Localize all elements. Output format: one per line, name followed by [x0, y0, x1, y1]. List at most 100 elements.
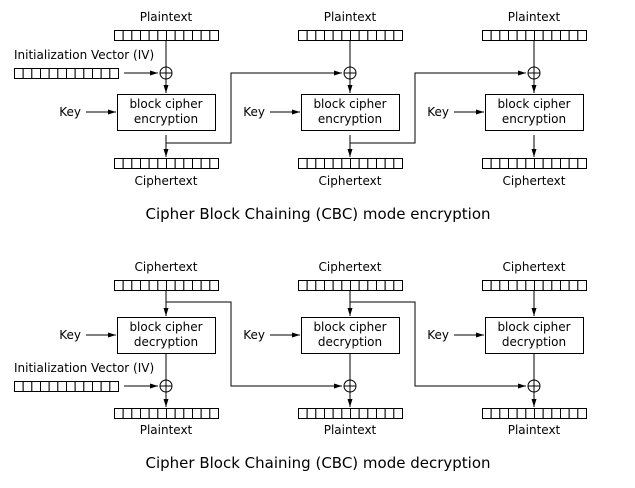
cipher-label-line1: block cipher — [497, 97, 570, 111]
bit-cell — [315, 408, 325, 419]
bit-cell — [174, 30, 185, 41]
bit-cell — [516, 30, 527, 41]
bit-cell — [324, 408, 334, 419]
ciphertext-block — [114, 158, 220, 169]
bit-cell — [482, 408, 492, 419]
key-label: Key — [59, 328, 81, 342]
cipher-label-line2: decryption — [318, 335, 382, 349]
dec-stage-2: Ciphertext Key block cipher decryption P… — [243, 260, 526, 437]
bit-cell — [209, 30, 220, 41]
plaintext-label: Plaintext — [324, 10, 377, 24]
bit-cell — [341, 158, 351, 169]
enc-stage-1: Plaintext Key block cipher encryption Ci… — [59, 10, 342, 188]
plaintext-label: Plaintext — [508, 423, 561, 437]
block-cipher-box — [117, 94, 216, 131]
xor-icon — [343, 379, 357, 393]
bit-cell — [393, 158, 403, 169]
bit-cell — [577, 30, 588, 41]
bit-cell — [183, 280, 194, 291]
encryption-caption: Cipher Block Chaining (CBC) mode encrypt… — [145, 205, 490, 223]
bit-cell — [525, 280, 536, 291]
bit-cell — [298, 280, 308, 291]
bit-cell — [358, 408, 369, 419]
bit-cell — [384, 30, 395, 41]
key-label: Key — [59, 105, 81, 119]
bit-cell — [525, 158, 536, 169]
bit-cell — [200, 30, 211, 41]
bit-cell — [14, 381, 24, 392]
bit-cell — [350, 280, 360, 291]
plaintext-label: Plaintext — [508, 10, 561, 24]
block-cipher-box — [301, 94, 400, 131]
bit-cell — [114, 408, 124, 419]
key-label: Key — [243, 105, 265, 119]
bit-cell — [551, 158, 562, 169]
enc-stage-2: Plaintext Key block cipher encryption Ci… — [243, 10, 526, 188]
iv-label: Initialization Vector (IV) — [14, 361, 154, 375]
bit-cell — [209, 408, 220, 419]
bit-cell — [31, 68, 41, 79]
bit-cell — [508, 158, 518, 169]
block-cipher-box — [301, 317, 400, 354]
bit-cell — [192, 158, 202, 169]
bit-cell — [40, 381, 50, 392]
bit-cell — [140, 280, 150, 291]
bit-cell — [341, 30, 351, 41]
bit-cell — [551, 408, 562, 419]
bit-cell — [350, 158, 360, 169]
bit-cell — [508, 408, 518, 419]
bit-cell — [332, 158, 343, 169]
bit-cell — [200, 408, 211, 419]
ciphertext-label: Ciphertext — [319, 260, 382, 274]
bit-cell — [499, 408, 509, 419]
bit-cell — [131, 280, 142, 291]
block-cipher-box — [485, 94, 584, 131]
key-label: Key — [427, 328, 449, 342]
chain-arrow — [350, 301, 526, 389]
bit-cell — [148, 30, 159, 41]
bit-cell — [376, 158, 386, 169]
ciphertext-block — [298, 158, 403, 169]
bit-cell — [568, 158, 579, 169]
bit-cell — [482, 30, 492, 41]
cipher-label-line2: encryption — [502, 112, 566, 126]
bit-cell — [376, 408, 386, 419]
bit-cell — [114, 280, 124, 291]
bit-cell — [367, 158, 377, 169]
bit-cell — [332, 280, 343, 291]
ciphertext-block — [298, 280, 403, 291]
bit-cell — [534, 158, 544, 169]
bit-cell — [367, 280, 377, 291]
bit-cell — [183, 30, 194, 41]
bit-cell — [157, 408, 168, 419]
bit-cell — [122, 408, 133, 419]
bit-cell — [324, 158, 334, 169]
bit-cell — [92, 381, 102, 392]
bit-cell — [148, 280, 159, 291]
bit-cell — [174, 158, 185, 169]
bit-cell — [131, 408, 142, 419]
ciphertext-label: Ciphertext — [135, 174, 198, 188]
cipher-label-line1: block cipher — [313, 320, 386, 334]
bit-cell — [148, 158, 159, 169]
bit-cell — [508, 280, 518, 291]
bit-cell — [516, 158, 527, 169]
plaintext-label: Plaintext — [324, 423, 377, 437]
bit-cell — [341, 408, 351, 419]
bit-cell — [376, 280, 386, 291]
cipher-label-line2: encryption — [134, 112, 198, 126]
bit-cell — [100, 381, 111, 392]
bit-cell — [376, 30, 386, 41]
bit-cell — [66, 381, 76, 392]
bit-cell — [341, 280, 351, 291]
bit-cell — [109, 68, 120, 79]
plaintext-label: Plaintext — [140, 423, 193, 437]
cipher-label-line2: decryption — [502, 335, 566, 349]
bit-cell — [482, 280, 492, 291]
bit-cell — [192, 280, 202, 291]
bit-cell — [324, 30, 334, 41]
bit-cell — [122, 158, 133, 169]
bit-cell — [324, 280, 334, 291]
bit-cell — [200, 158, 211, 169]
bit-cell — [174, 408, 185, 419]
